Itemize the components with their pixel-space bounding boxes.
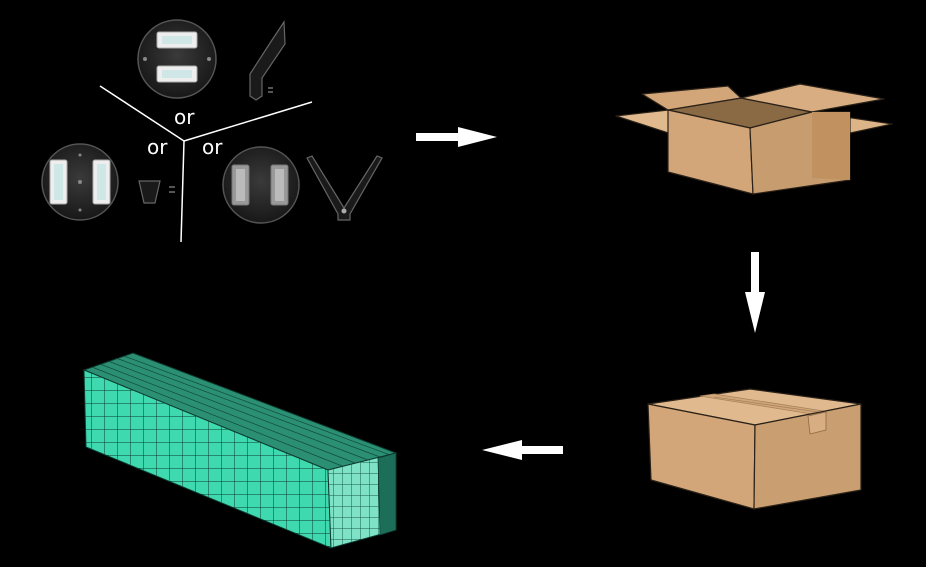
or-label-left: or bbox=[147, 135, 168, 159]
arrow-right-icon bbox=[416, 127, 497, 147]
or-label-right: or bbox=[202, 135, 223, 159]
palletized-cartons-stack-icon bbox=[82, 352, 398, 549]
arrow-down-icon bbox=[745, 252, 765, 333]
divider-line bbox=[99, 85, 185, 142]
divider-line bbox=[180, 140, 185, 243]
short-bracket-mount-icon bbox=[138, 180, 175, 204]
or-label-top: or bbox=[174, 105, 195, 129]
round-fixture-right-icon bbox=[222, 146, 300, 224]
arrow-left-icon bbox=[482, 440, 563, 460]
round-fixture-left-icon bbox=[41, 143, 119, 221]
fixture-options: or or or bbox=[41, 19, 383, 243]
open-cardboard-box-icon bbox=[615, 83, 893, 195]
v-bracket-mount-icon bbox=[306, 155, 383, 221]
divider-line bbox=[183, 101, 313, 142]
round-fixture-top-icon bbox=[137, 19, 217, 99]
curved-arm-mount-icon bbox=[249, 20, 286, 101]
closed-cardboard-box-icon bbox=[647, 388, 862, 510]
